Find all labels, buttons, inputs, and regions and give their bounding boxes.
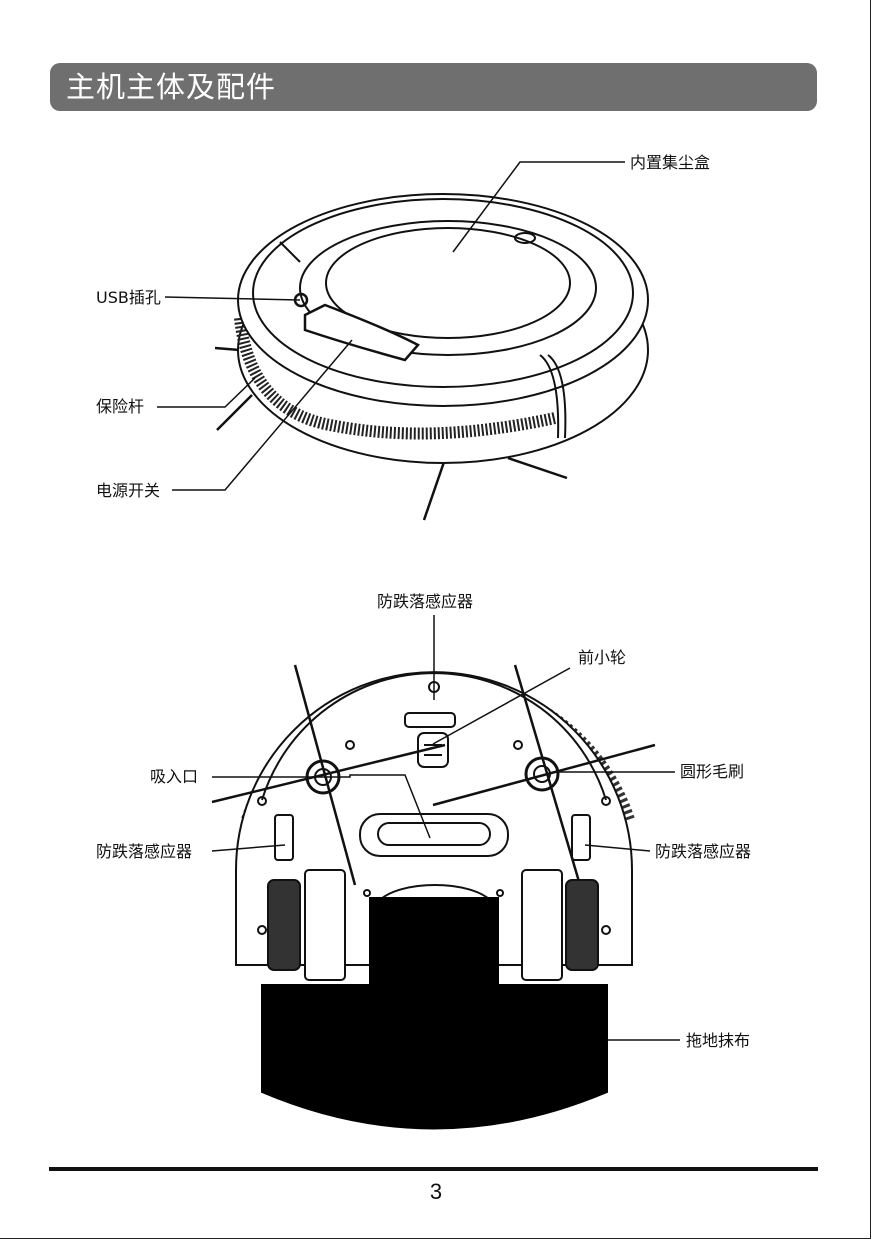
page-number: 3 bbox=[429, 1179, 443, 1204]
top-leader-lines bbox=[157, 161, 625, 491]
bottom-leader-lines bbox=[211, 615, 680, 1041]
label-usb-port: USB插孔 bbox=[96, 288, 161, 307]
section-title-bar: 主机主体及配件 bbox=[50, 63, 817, 111]
label-front-wheel: 前小轮 bbox=[578, 648, 627, 667]
label-cliff-sensor-right: 防跌落感应器 bbox=[655, 842, 752, 861]
label-suction-inlet: 吸入口 bbox=[150, 767, 199, 786]
robot-bottom-view bbox=[211, 664, 656, 1130]
label-power-switch: 电源开关 bbox=[96, 481, 161, 500]
label-bumper: 保险杆 bbox=[96, 397, 145, 416]
label-mop-cloth: 拖地抹布 bbox=[686, 1031, 751, 1050]
label-side-brush: 圆形毛刷 bbox=[680, 762, 745, 781]
footer-rule bbox=[49, 1167, 818, 1171]
label-cliff-sensor-top: 防跌落感应器 bbox=[377, 592, 474, 611]
robot-top-view bbox=[214, 193, 649, 521]
section-title: 主机主体及配件 bbox=[66, 70, 277, 104]
label-dust-box: 内置集尘盒 bbox=[630, 153, 711, 172]
label-cliff-sensor-left: 防跌落感应器 bbox=[96, 842, 193, 861]
